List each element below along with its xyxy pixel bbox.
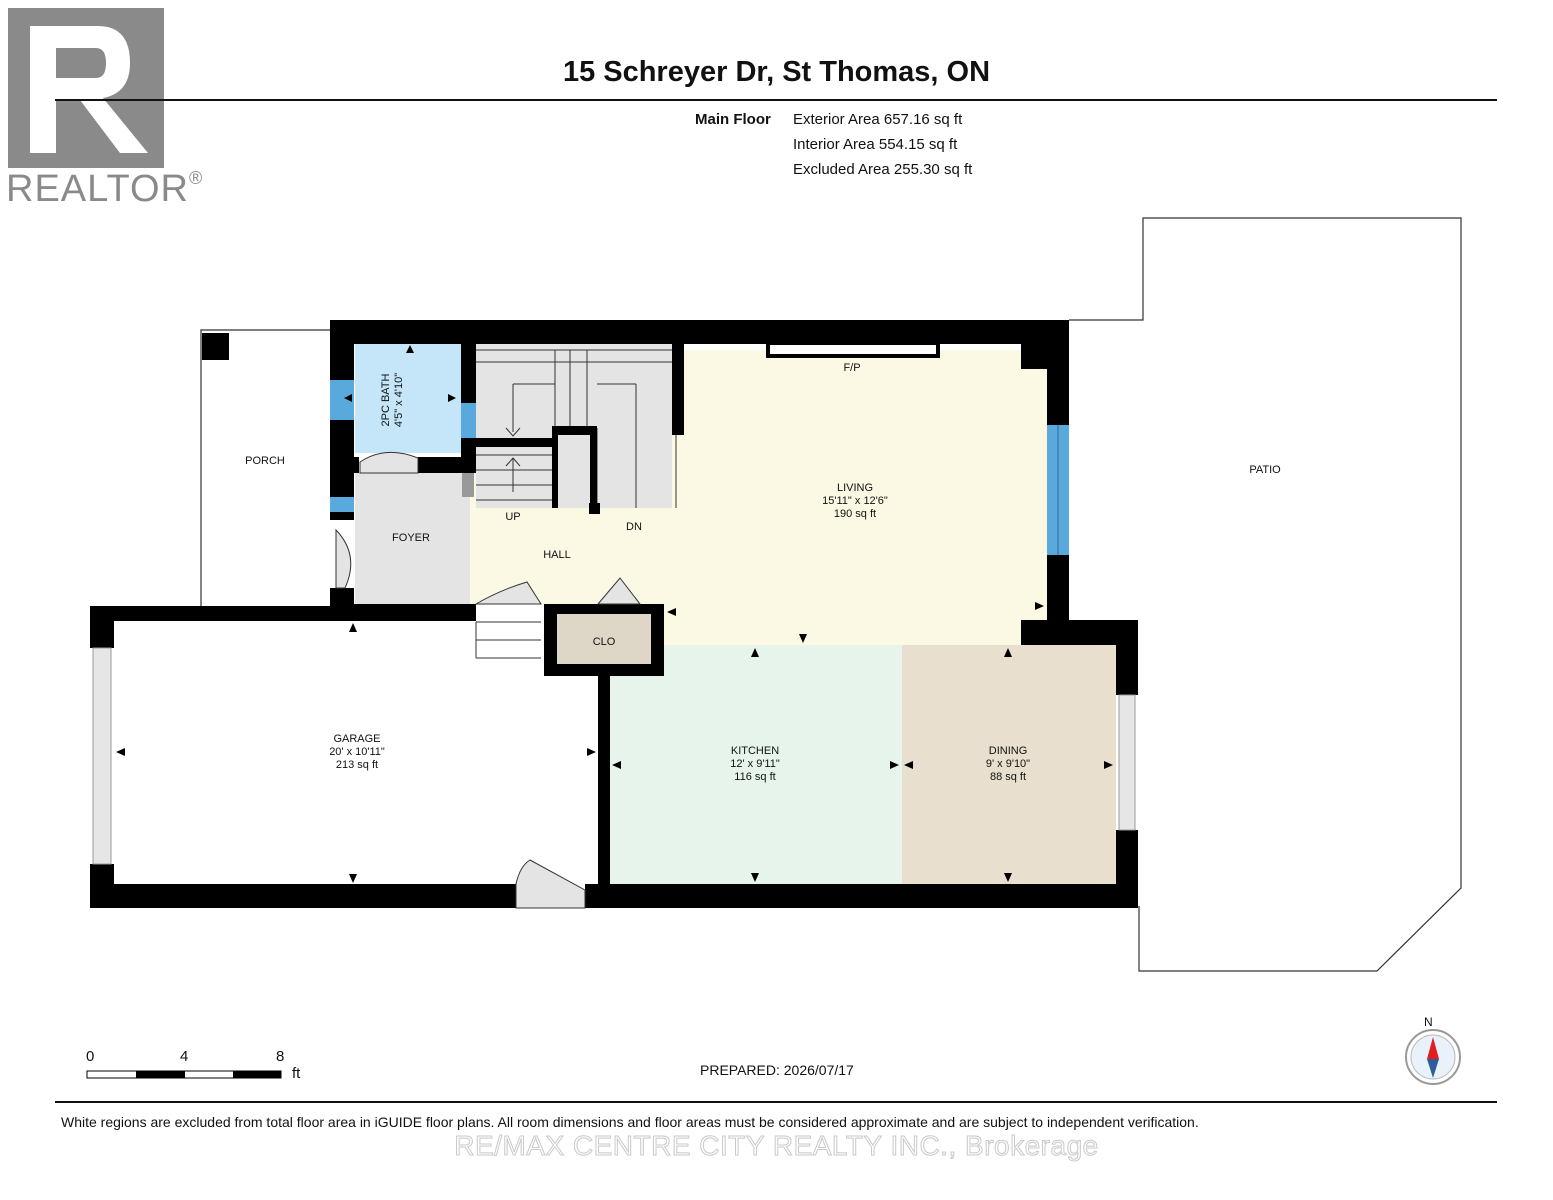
dining-area: 88 sq ft — [989, 771, 1027, 783]
scale-unit: ft — [292, 1065, 301, 1082]
bath-dims: 4'5" x 4'10" — [393, 372, 405, 428]
kitchen-area: 116 sq ft — [734, 771, 776, 783]
dimension-arrows — [116, 345, 1113, 883]
prepared-date: PREPARED: 2026/07/17 — [700, 1062, 854, 1078]
stair-walls — [462, 343, 684, 508]
brokerage-watermark: RE/MAX CENTRE CITY REALTY INC., Brokerag… — [454, 1130, 1099, 1162]
garage-area: 213 sq ft — [335, 759, 379, 771]
dining-dims: 9' x 9'10" — [985, 758, 1031, 770]
fireplace — [766, 341, 940, 358]
bath-fill — [355, 343, 461, 453]
dining-name: DINING — [988, 745, 1028, 757]
footer-divider — [55, 1101, 1497, 1103]
garage-label: GARAGE 20' x 10'11" 213 sq ft — [287, 733, 427, 772]
doors — [335, 451, 642, 909]
fireplace-label: F/P — [843, 362, 861, 374]
scale-bar — [86, 1070, 282, 1079]
windows — [92, 380, 1136, 865]
living-name: LIVING — [836, 482, 874, 494]
stairs-up-label: UP — [505, 511, 521, 523]
walls — [90, 320, 1138, 908]
living-area: 190 sq ft — [833, 508, 877, 520]
clo-fill — [557, 614, 651, 664]
dining-fill — [902, 645, 1116, 885]
compass-north-label: N — [1424, 1015, 1433, 1029]
foyer-label: FOYER — [392, 532, 430, 544]
living-label: LIVING 15'11" x 12'6" 190 sq ft — [785, 482, 925, 521]
porch-outline — [200, 329, 331, 606]
bath-label: 2PC BATH 4'5" x 4'10" — [380, 373, 406, 427]
kitchen-dims: 12' x 9'11" — [730, 758, 780, 770]
foyer-fill — [355, 473, 470, 604]
realtor-logo-icon — [8, 8, 164, 168]
closet-label: CLO — [592, 636, 616, 648]
porch-post — [202, 333, 229, 360]
registered-mark: ® — [188, 168, 204, 188]
realtor-wordmark: REALTOR® — [6, 168, 203, 211]
interior-area: Interior Area 554.15 sq ft — [793, 136, 958, 153]
stairs-fill — [476, 343, 672, 508]
page-title: 15 Schreyer Dr, St Thomas, ON — [562, 56, 991, 88]
porch-label: PORCH — [245, 455, 285, 467]
scale-label-0: 0 — [86, 1048, 95, 1065]
kitchen-label: KITCHEN 12' x 9'11" 116 sq ft — [685, 745, 825, 784]
stairs-down-label: DN — [626, 521, 642, 533]
kitchen-name: KITCHEN — [730, 745, 780, 757]
exterior-area: Exterior Area 657.16 sq ft — [793, 111, 963, 128]
scale-label-8: 8 — [276, 1048, 285, 1065]
floor-label: Main Floor — [695, 111, 771, 128]
garage-dims: 20' x 10'11" — [329, 746, 385, 758]
patio-outline — [1069, 217, 1462, 972]
scale-label-4: 4 — [180, 1048, 189, 1065]
stair-arrow-up — [505, 457, 521, 467]
stair-arrow-down — [505, 427, 521, 437]
dining-label: DINING 9' x 9'10" 88 sq ft — [938, 745, 1078, 784]
garage-name: GARAGE — [333, 733, 381, 745]
compass-icon — [1405, 1029, 1461, 1085]
bath-name: 2PC BATH — [380, 373, 392, 427]
hall-label: HALL — [543, 549, 571, 561]
title-divider — [55, 99, 1497, 101]
excluded-area: Excluded Area 255.30 sq ft — [793, 161, 973, 178]
patio-label: PATIO — [1249, 464, 1281, 476]
realtor-word: REALTOR — [6, 168, 189, 210]
disclaimer: White regions are excluded from total fl… — [61, 1114, 1199, 1130]
living-dims: 15'11" x 12'6" — [822, 495, 888, 507]
newel-post — [589, 503, 600, 514]
kitchen-fill — [610, 645, 902, 885]
